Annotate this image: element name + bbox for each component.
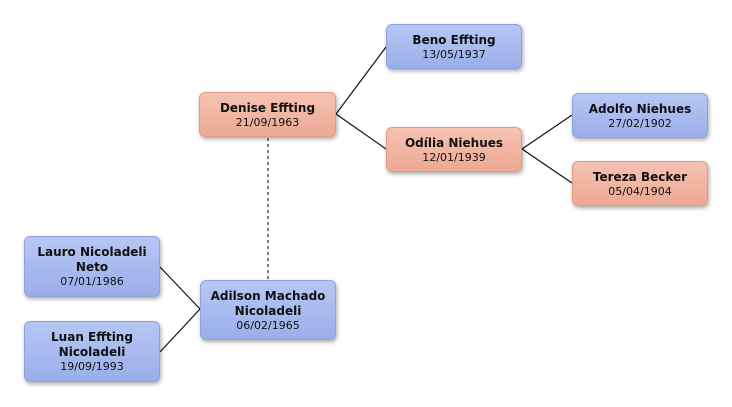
person-tereza-becker[interactable]: Tereza Becker 05/04/1904 bbox=[572, 161, 708, 206]
person-birth-date: 21/09/1963 bbox=[235, 115, 300, 129]
person-birth-date: 19/09/1993 bbox=[60, 360, 124, 373]
connector-adilson-luan bbox=[159, 308, 201, 353]
connector-adilson-lauro bbox=[159, 266, 201, 310]
person-name: Lauro Nicoladeli Neto bbox=[37, 245, 147, 274]
person-odilia-niehues[interactable]: Odília Niehues 12/01/1939 bbox=[386, 127, 522, 172]
connector-odilia-adolfo bbox=[521, 114, 573, 150]
person-adilson-machado-nicoladeli[interactable]: Adilson Machado Nicoladeli 06/02/1965 bbox=[200, 280, 336, 340]
person-beno-effting[interactable]: Beno Effting 13/05/1937 bbox=[386, 24, 522, 69]
person-denise-effting[interactable]: Denise Effting 21/09/1963 bbox=[199, 92, 336, 137]
person-name: Denise Effting bbox=[219, 100, 316, 115]
person-birth-date: 12/01/1939 bbox=[422, 150, 486, 164]
person-birth-date: 06/02/1965 bbox=[236, 318, 300, 332]
connector-odilia-tereza bbox=[521, 148, 573, 184]
person-birth-date: 13/05/1937 bbox=[422, 47, 486, 61]
person-name: Adilson Machado Nicoladeli bbox=[210, 288, 326, 318]
person-birth-date: 07/01/1986 bbox=[60, 275, 124, 288]
person-name: Adolfo Niehues bbox=[588, 101, 692, 116]
person-adolfo-niehues[interactable]: Adolfo Niehues 27/02/1902 bbox=[572, 93, 708, 138]
connector-denise-beno bbox=[335, 46, 387, 115]
person-name: Odília Niehues bbox=[404, 135, 504, 150]
person-luan-effting-nicoladeli[interactable]: Luan Effting Nicoladeli 19/09/1993 bbox=[24, 321, 160, 382]
person-name: Beno Effting bbox=[412, 32, 496, 47]
person-name: Luan Effting Nicoladeli bbox=[51, 330, 133, 359]
connector-denise-odilia bbox=[335, 113, 387, 150]
person-lauro-nicoladeli-neto[interactable]: Lauro Nicoladeli Neto 07/01/1986 bbox=[24, 236, 160, 297]
person-birth-date: 27/02/1902 bbox=[608, 116, 672, 130]
person-name: Tereza Becker bbox=[592, 169, 688, 184]
person-birth-date: 05/04/1904 bbox=[608, 184, 672, 198]
